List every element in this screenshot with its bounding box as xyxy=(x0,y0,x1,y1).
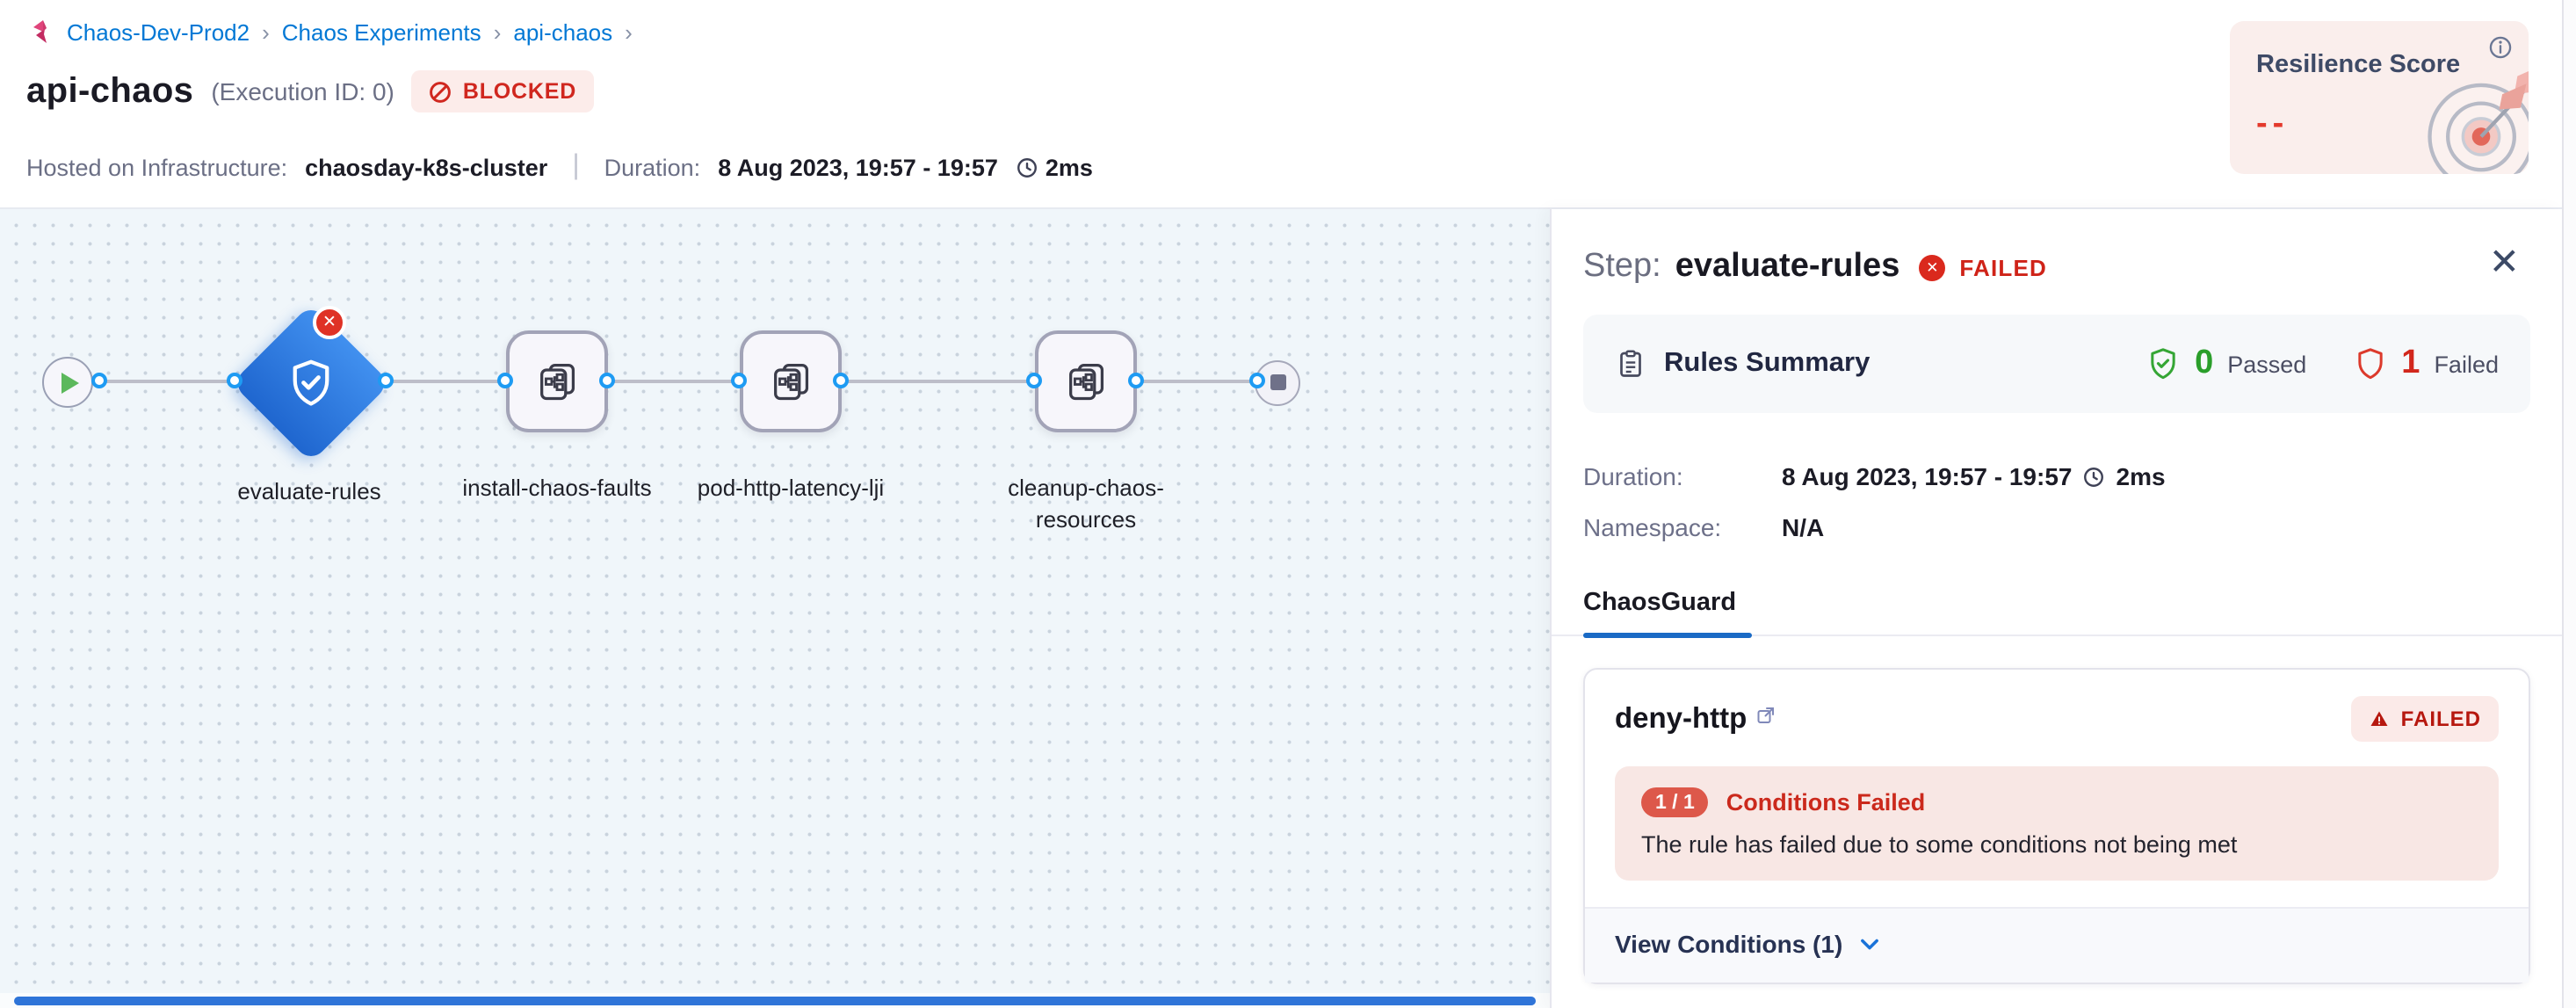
warning-icon xyxy=(2371,711,2389,726)
node-pod-http-latency[interactable] xyxy=(740,330,842,432)
failed-count: 1 xyxy=(2401,344,2420,381)
blocked-label: BLOCKED xyxy=(462,79,577,104)
breadcrumb-separator: › xyxy=(625,18,633,45)
breadcrumb-link-project[interactable]: Chaos-Dev-Prod2 xyxy=(67,18,250,45)
close-icon[interactable]: ✕ xyxy=(2488,243,2520,283)
elapsed-value: 2ms xyxy=(1045,154,1093,180)
edge-connector xyxy=(385,379,508,383)
conditions-failed-title: Conditions Failed xyxy=(1726,789,1926,816)
clock-icon xyxy=(1017,157,1037,177)
node-port[interactable] xyxy=(378,373,394,388)
chevron-down-icon[interactable] xyxy=(1856,932,1881,956)
play-icon xyxy=(62,372,79,393)
meta-divider: | xyxy=(572,151,580,181)
node-port[interactable] xyxy=(1249,373,1265,388)
external-link-icon[interactable] xyxy=(1755,704,1776,725)
node-port[interactable] xyxy=(91,373,107,388)
edge-connector xyxy=(98,379,239,383)
shield-passed-icon xyxy=(2151,348,2175,380)
faults-step-icon xyxy=(540,363,575,401)
faults-step-icon xyxy=(1069,363,1104,401)
rules-summary-title: Rules Summary xyxy=(1664,348,1870,378)
panel-duration-label: Duration: xyxy=(1583,462,1683,490)
edge-connector xyxy=(606,379,743,383)
failed-label: Failed xyxy=(2434,351,2499,377)
rule-failed-badge: FAILED xyxy=(2351,696,2499,742)
namespace-label: Namespace: xyxy=(1583,513,1722,541)
step-details-panel: Step: evaluate-rules ✕ FAILED ✕ Rules Su… xyxy=(1550,209,2562,1008)
breadcrumb-separator: › xyxy=(493,18,502,45)
duration-label: Duration: xyxy=(604,154,701,180)
node-cleanup-chaos-resources[interactable] xyxy=(1035,330,1137,432)
status-badge-blocked: BLOCKED xyxy=(411,70,595,112)
step-name: evaluate-rules xyxy=(1675,248,1900,285)
page-title: api-chaos xyxy=(26,71,194,110)
resilience-score-card: Resilience Score -- xyxy=(2230,21,2529,174)
clipboard-icon xyxy=(1620,350,1641,377)
blocked-icon xyxy=(430,81,452,102)
pipeline-canvas[interactable]: ✕ evaluate-rules install-chaos-faults po… xyxy=(0,209,1550,1008)
node-port[interactable] xyxy=(227,373,242,388)
step-label: Step: xyxy=(1583,248,1661,285)
rules-summary-card: Rules Summary 0 Passed 1 Failed xyxy=(1583,315,2530,413)
rule-failure-message: The rule has failed due to some conditio… xyxy=(1641,831,2238,858)
view-conditions-row[interactable]: View Conditions (1) xyxy=(1585,907,2529,983)
pipeline-start-node[interactable] xyxy=(42,357,93,408)
passed-count: 0 xyxy=(2195,344,2214,381)
node-port[interactable] xyxy=(1026,373,1042,388)
panel-tabs: ChaosGuard xyxy=(1552,587,2562,637)
view-conditions-label: View Conditions (1) xyxy=(1615,930,1843,958)
stop-icon xyxy=(1270,374,1285,390)
node-port[interactable] xyxy=(599,373,615,388)
target-illustration xyxy=(2428,70,2529,174)
info-icon[interactable] xyxy=(2488,35,2513,69)
breadcrumb-link-experiments[interactable]: Chaos Experiments xyxy=(281,18,481,45)
chaos-module-icon xyxy=(26,18,54,46)
node-failed-badge-icon: ✕ xyxy=(313,305,346,338)
rule-card-deny-http: deny-http FAILED 1 / 1 Conditions Failed… xyxy=(1583,668,2530,984)
resilience-score-value: -- xyxy=(2256,105,2290,142)
panel-duration-value: 8 Aug 2023, 19:57 - 19:57 xyxy=(1782,462,2073,490)
rule-name: deny-http xyxy=(1615,702,1747,734)
resilience-score-label: Resilience Score xyxy=(2256,51,2461,79)
execution-id: (Execution ID: 0) xyxy=(211,77,394,105)
rule-status: FAILED xyxy=(2400,707,2481,731)
page-header: Chaos-Dev-Prod2 › Chaos Experiments › ap… xyxy=(0,0,2576,209)
node-port[interactable] xyxy=(833,373,849,388)
shield-check-icon xyxy=(230,302,390,462)
conditions-ratio-pill: 1 / 1 xyxy=(1641,787,1709,817)
node-label: cleanup-chaos-resources xyxy=(1008,475,1164,533)
edge-connector xyxy=(1135,379,1262,383)
node-install-chaos-faults[interactable] xyxy=(506,330,608,432)
node-evaluate-rules[interactable]: ✕ xyxy=(230,302,390,462)
infra-label: Hosted on Infrastructure: xyxy=(26,154,288,180)
faults-step-icon xyxy=(774,363,809,401)
node-label: pod-http-latency-lji xyxy=(697,475,885,501)
namespace-value: N/A xyxy=(1782,513,1825,541)
node-label: install-chaos-faults xyxy=(462,475,652,501)
edge-connector xyxy=(840,379,1037,383)
canvas-scrollbar-track[interactable] xyxy=(0,992,1550,1008)
breadcrumb-separator: › xyxy=(262,18,270,45)
conditions-failed-box: 1 / 1 Conditions Failed The rule has fai… xyxy=(1615,766,2499,881)
page-scrollbar[interactable] xyxy=(2562,0,2576,1008)
node-port[interactable] xyxy=(497,373,513,388)
tab-chaosguard[interactable]: ChaosGuard xyxy=(1583,589,1752,637)
infra-value: chaosday-k8s-cluster xyxy=(305,154,548,180)
breadcrumb: Chaos-Dev-Prod2 › Chaos Experiments › ap… xyxy=(26,18,633,46)
passed-label: Passed xyxy=(2227,351,2307,377)
node-label: evaluate-rules xyxy=(237,478,381,504)
clock-icon xyxy=(2084,467,2104,486)
step-status: FAILED xyxy=(1959,254,2047,280)
canvas-scrollbar-thumb[interactable] xyxy=(14,996,1536,1004)
duration-value: 8 Aug 2023, 19:57 - 19:57 xyxy=(718,154,998,180)
breadcrumb-link-experiment[interactable]: api-chaos xyxy=(513,18,613,45)
panel-elapsed-value: 2ms xyxy=(2116,462,2166,490)
node-port[interactable] xyxy=(1128,373,1144,388)
node-port[interactable] xyxy=(731,373,747,388)
shield-failed-icon xyxy=(2357,348,2382,380)
failed-circle-icon: ✕ xyxy=(1919,254,1946,280)
